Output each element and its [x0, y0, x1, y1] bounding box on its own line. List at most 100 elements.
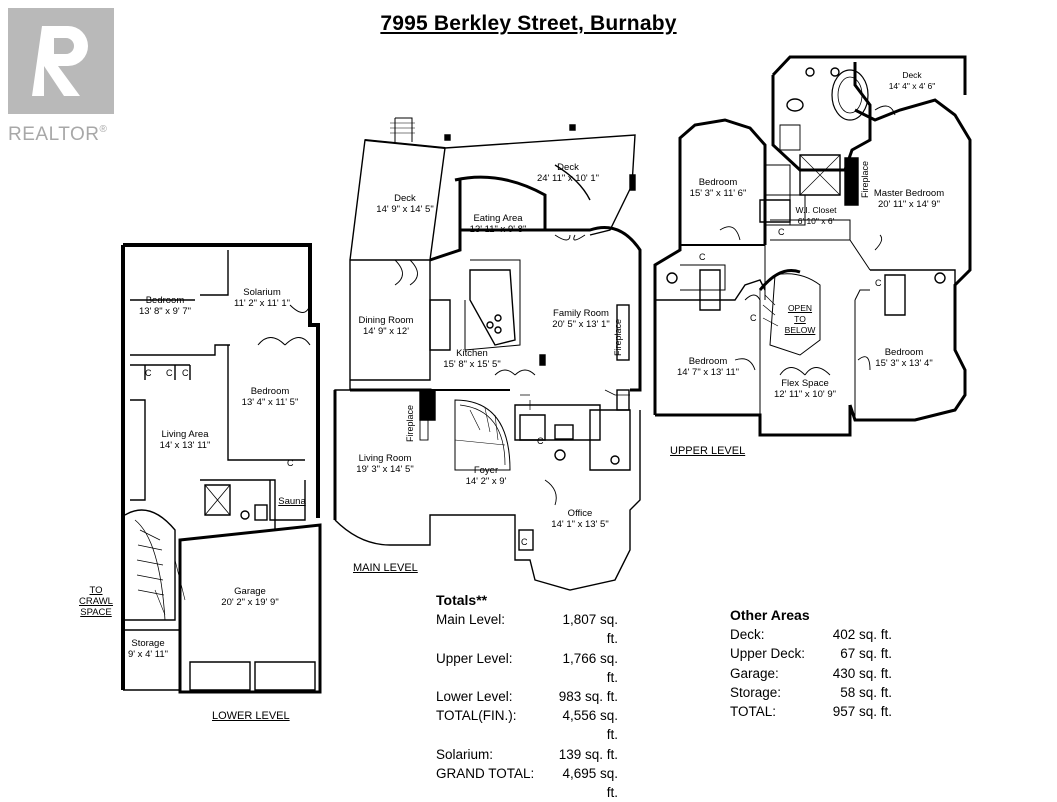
room-sauna: Sauna — [278, 496, 305, 507]
lower-level-plan — [121, 243, 322, 694]
room-wi-closet: W.I. Closet 6' 10" x 6' — [795, 205, 836, 227]
realtor-logo: REALTOR® — [8, 8, 118, 145]
other-areas-heading: Other Areas — [730, 607, 810, 623]
room-name: W.I. Closet — [795, 205, 837, 215]
other-areas-value: 430 sq. ft. — [832, 665, 892, 681]
closet-mark: C — [287, 458, 294, 468]
room-garage: Garage 20' 2" x 19' 9" — [221, 586, 278, 608]
room-name: Bedroom — [698, 177, 738, 188]
totals-label: GRAND TOTAL: — [436, 765, 535, 781]
room-kitchen: Kitchen 15' 8" x 15' 5" — [443, 348, 500, 370]
room-dimensions: 13' 11" x 9' 8" — [469, 224, 527, 235]
totals-value: 4,556 sq. ft. — [562, 708, 618, 743]
other-areas-value: 402 sq. ft. — [832, 627, 892, 643]
totals-label: Upper Level: — [436, 650, 513, 666]
totals-value: 1,766 sq. ft. — [562, 650, 618, 685]
totals-row: TOTAL(FIN.): 4,556 sq. ft. — [436, 706, 618, 744]
closet-mark: C — [145, 368, 152, 378]
other-areas-table: Other Areas Deck: 402 sq. ft. Upper Deck:… — [730, 606, 892, 721]
room-name: Sauna — [278, 496, 306, 507]
room-dimensions: 12' 11" x 10' 9" — [774, 389, 836, 400]
totals-row: Main Level: 1,807 sq. ft. — [436, 610, 618, 648]
room-dimensions: 14' 9" x 12' — [362, 326, 410, 337]
open-line-1: OPEN — [787, 303, 813, 313]
room-dimensions: 24' 11" x 10' 1" — [537, 173, 599, 184]
room-living-area: Living Area 14' x 13' 11" — [160, 429, 211, 451]
room-lower-bedroom: Bedroom 13' 8" x 9' 7" — [139, 295, 191, 317]
room-name: Deck — [557, 162, 579, 173]
room-upper-bedroom-3: Bedroom 15' 3" x 13' 4" — [875, 347, 932, 369]
totals-label: Main Level: — [436, 612, 506, 628]
other-areas-value: 67 sq. ft. — [840, 646, 892, 662]
room-name: Family Room — [553, 308, 609, 319]
room-dimensions: 19' 3" x 14' 5" — [356, 464, 414, 475]
totals-value: 4,695 sq. ft. — [562, 765, 618, 801]
room-upper-bedroom-2: Bedroom 14' 7" x 13' 11" — [677, 356, 739, 378]
room-dimensions: 15' 3" x 13' 4" — [875, 358, 933, 369]
main-level-plan — [333, 117, 642, 591]
room-name: Storage — [131, 638, 165, 649]
crawl-line-1: TO — [89, 585, 103, 596]
other-areas-label: Deck: — [730, 627, 765, 643]
room-name: Deck — [394, 193, 416, 204]
crawl-line-2: CRAWL — [79, 596, 113, 607]
lower-level-label: LOWER LEVEL — [212, 710, 290, 722]
room-name: Foyer — [473, 465, 499, 476]
other-areas-value: 58 sq. ft. — [840, 684, 892, 700]
room-upper-deck: Deck 14' 4" x 4' 6" — [889, 70, 936, 92]
open-line-3: BELOW — [784, 325, 816, 335]
room-dimensions: 14' 9" x 14' 5" — [376, 204, 434, 215]
totals-row: Upper Level: 1,766 sq. ft. — [436, 649, 618, 687]
totals-value: 1,807 sq. ft. — [562, 612, 618, 647]
other-areas-row: Deck: 402 sq. ft. — [730, 625, 892, 644]
to-crawl-space-label: TO CRAWL SPACE — [79, 585, 113, 618]
room-solarium: Solarium 11' 2" x 11' 1" — [234, 287, 290, 309]
room-dimensions: 20' 2" x 19' 9" — [221, 597, 279, 608]
room-name: Eating Area — [473, 213, 523, 224]
room-family-room: Family Room 20' 5" x 13' 1" — [552, 308, 609, 330]
room-upper-bedroom-1: Bedroom 15' 3" x 11' 6" — [690, 177, 747, 199]
room-dimensions: 14' 2" x 9' — [465, 476, 507, 487]
upper-level-label: UPPER LEVEL — [670, 445, 746, 457]
room-dimensions: 20' 11" x 14' 9" — [878, 199, 940, 210]
totals-label: TOTAL(FIN.): — [436, 708, 517, 724]
room-name: Flex Space — [781, 378, 829, 389]
upper-level-plan — [653, 55, 972, 437]
closet-mark: C — [778, 227, 785, 237]
other-areas-row: TOTAL:957 sq. ft. — [730, 702, 892, 721]
room-living-room: Living Room 19' 3" x 14' 5" — [356, 453, 413, 475]
room-deck-main-right: Deck 24' 11" x 10' 1" — [537, 162, 599, 184]
room-name: Living Area — [161, 429, 209, 440]
room-name: Solarium — [243, 287, 281, 298]
room-foyer: Foyer 14' 2" x 9' — [466, 465, 507, 487]
totals-row: Solarium: 139 sq. ft. — [436, 745, 618, 764]
room-name: Bedroom — [145, 295, 185, 306]
floor-plan-drawing — [121, 55, 972, 694]
totals-row: Lower Level:983 sq. ft. — [436, 687, 618, 706]
totals-row: GRAND TOTAL: 4,695 sq. ft. — [436, 764, 618, 802]
closet-mark: C — [875, 278, 882, 288]
room-master-bedroom: Master Bedroom 20' 11" x 14' 9" — [874, 188, 944, 210]
closet-mark: C — [182, 368, 189, 378]
totals-label: Solarium: — [436, 746, 494, 762]
fireplace-label-living: Fireplace — [405, 404, 415, 442]
closet-mark: C — [166, 368, 173, 378]
room-dimensions: 14' x 13' 11" — [159, 440, 211, 451]
room-dimensions: 6' 10" x 6' — [797, 216, 835, 226]
other-areas-row: Garage: 430 sq. ft. — [730, 664, 892, 683]
room-dimensions: 15' 3" x 11' 6" — [689, 188, 747, 199]
room-name: Deck — [902, 70, 922, 80]
totals-value: 139 sq. ft. — [558, 746, 618, 762]
closet-mark: C — [699, 252, 706, 262]
room-name: Kitchen — [456, 348, 488, 359]
room-storage: Storage 9' x 4' 11" — [128, 638, 168, 660]
room-name: Office — [567, 508, 593, 519]
closet-mark: C — [521, 537, 528, 547]
main-level-label: MAIN LEVEL — [353, 562, 418, 574]
room-dimensions: 9' x 4' 11" — [127, 649, 169, 660]
other-areas-label: Upper Deck: — [730, 646, 806, 662]
other-areas-label: Garage: — [730, 665, 779, 681]
room-dimensions: 11' 2" x 11' 1" — [234, 298, 290, 309]
room-dimensions: 14' 7" x 13' 11" — [677, 367, 739, 378]
room-name: Dining Room — [358, 315, 414, 326]
